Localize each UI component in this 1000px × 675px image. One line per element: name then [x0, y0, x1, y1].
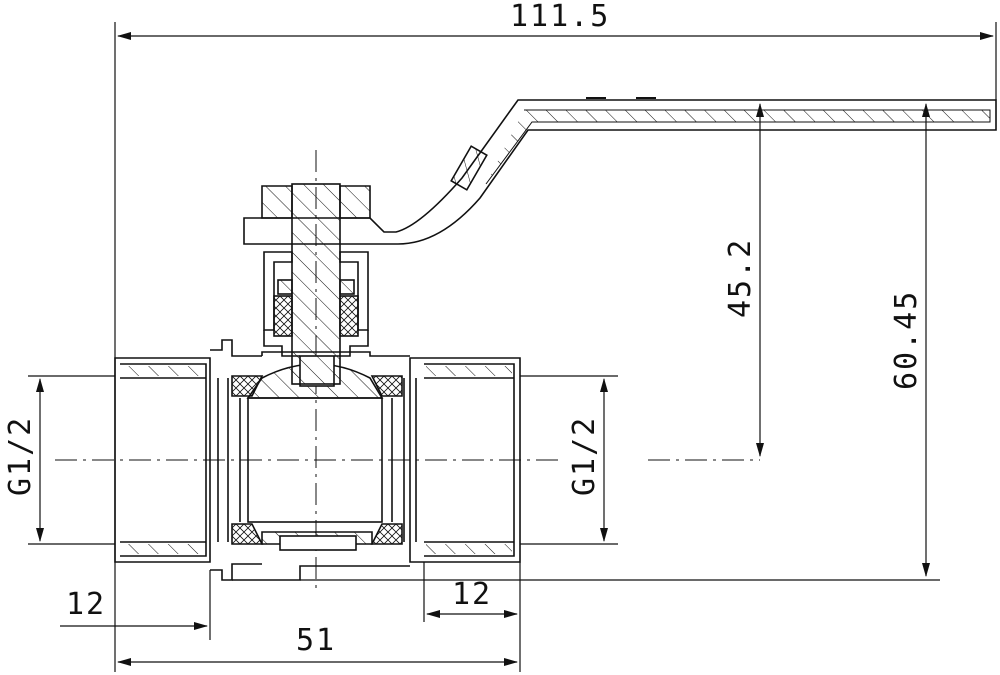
dim-handle-height: 45.2	[723, 238, 758, 318]
stem-assembly	[261, 183, 371, 385]
lever-handle	[243, 97, 997, 245]
dim-total-height: 60.45	[889, 290, 924, 390]
center-lines	[55, 150, 760, 590]
dim-body-length: 51	[296, 623, 336, 658]
dim-overall-length: 111.5	[510, 0, 610, 34]
dim-right-thread: G1/2	[567, 416, 602, 496]
valve-body	[114, 339, 521, 581]
ball-and-seats	[231, 355, 403, 551]
dim-left-thread-length: 12	[66, 587, 106, 622]
dimension-lines	[28, 22, 997, 672]
dim-left-thread: G1/2	[3, 416, 38, 496]
dim-right-thread-length: 12	[452, 577, 492, 612]
